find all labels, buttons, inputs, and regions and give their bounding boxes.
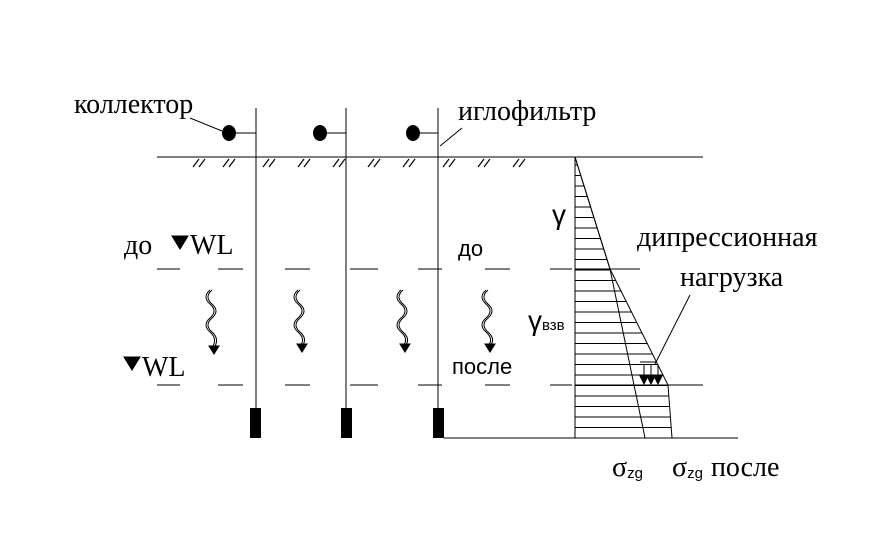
after-right-label: после <box>452 354 512 379</box>
depression-leader <box>654 294 691 365</box>
seepage-arrow-3 <box>396 289 411 353</box>
before-right-label: до <box>458 236 483 261</box>
seepage-arrow-4 <box>481 289 496 353</box>
collector-pipe-2 <box>313 125 327 141</box>
wl-after-marker <box>123 356 141 371</box>
wl-after-label: WL <box>142 352 186 383</box>
wl-before-label: WL <box>190 230 234 261</box>
collector-pipe-1 <box>222 125 236 141</box>
depression-label-line2: нагрузка <box>680 262 784 293</box>
sigma-before-label: σzg <box>612 452 643 483</box>
ground-hatching <box>192 158 526 168</box>
collector-label: коллектор <box>74 89 193 120</box>
collector-pipe-3 <box>406 125 420 141</box>
gamma-label: γ <box>552 199 566 230</box>
wellpoint-label: иглофильтр <box>458 96 596 127</box>
depression-load-arrows <box>639 364 663 386</box>
before-left-label: до <box>124 230 152 261</box>
wl-before-marker <box>171 235 189 250</box>
stress-diagram <box>574 156 673 439</box>
collector-leader <box>189 117 223 132</box>
seepage-arrow-1 <box>205 289 220 355</box>
depression-label-line1: дипрессионная <box>637 222 818 253</box>
seepage-arrow-2 <box>293 289 308 353</box>
sigma-after-line <box>574 156 673 439</box>
wellpoint-leader <box>439 127 463 147</box>
gamma-submerged-label: γвзв <box>528 305 565 336</box>
